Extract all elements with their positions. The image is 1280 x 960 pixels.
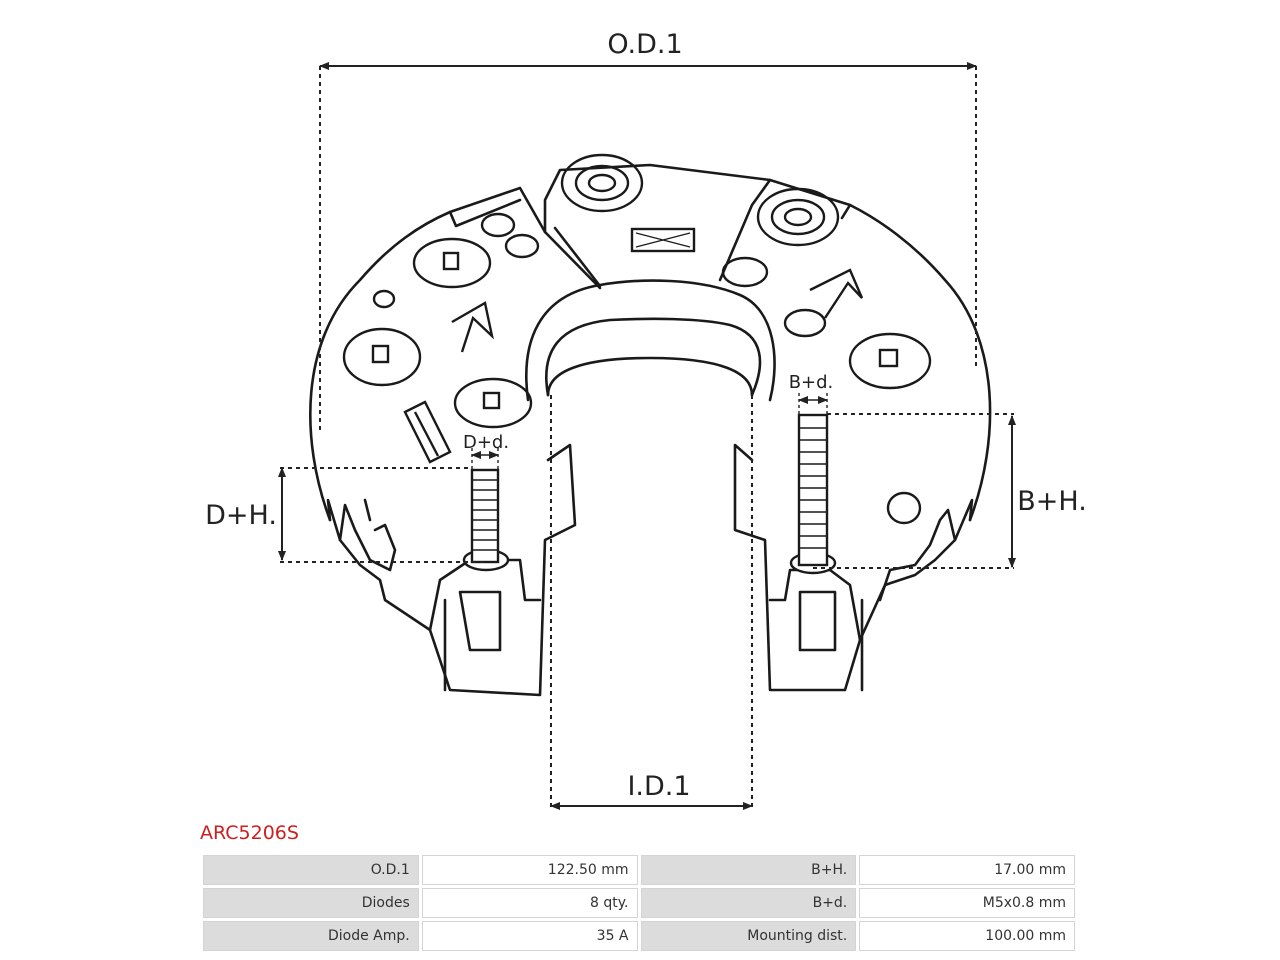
bolt-right: [789, 413, 837, 575]
spec-label: B+H.: [640, 855, 857, 885]
spec-label: O.D.1: [203, 855, 419, 885]
terminal-holes: [342, 153, 932, 525]
spec-value: 35 A: [421, 921, 638, 951]
part-number: ARC5206S: [200, 822, 299, 844]
spec-label: Diode Amp.: [203, 921, 419, 951]
label-od: O.D.1: [607, 29, 682, 60]
spec-row: O.D.1 122.50 mm B+H. 17.00 mm: [203, 855, 1075, 885]
label-bd: B+d.: [789, 372, 834, 393]
rectifier-body: [308, 163, 992, 697]
spec-value: M5x0.8 mm: [859, 888, 1075, 918]
label-dd: D+d.: [463, 432, 509, 453]
spec-value: 100.00 mm: [859, 921, 1075, 951]
label-dh: D+H.: [205, 500, 277, 531]
label-id: I.D.1: [627, 771, 690, 802]
rectifier-drawing: O.D.1 I.D.1 D+H. D+d. B+H. B+d.: [205, 29, 1087, 810]
spec-label: Diodes: [203, 888, 419, 918]
bolt-left: [462, 468, 510, 572]
spec-row: Diodes 8 qty. B+d. M5x0.8 mm: [203, 888, 1075, 918]
spec-row: Diode Amp. 35 A Mounting dist. 100.00 mm: [203, 921, 1075, 951]
spec-value: 122.50 mm: [421, 855, 638, 885]
spec-label: B+d.: [640, 888, 857, 918]
dimension-lines: [278, 62, 1016, 810]
spec-label: Mounting dist.: [640, 921, 857, 951]
spec-value: 8 qty.: [421, 888, 638, 918]
label-bh: B+H.: [1017, 486, 1087, 517]
spec-value: 17.00 mm: [859, 855, 1075, 885]
spec-table: O.D.1 122.50 mm B+H. 17.00 mm Diodes 8 q…: [200, 852, 1078, 954]
